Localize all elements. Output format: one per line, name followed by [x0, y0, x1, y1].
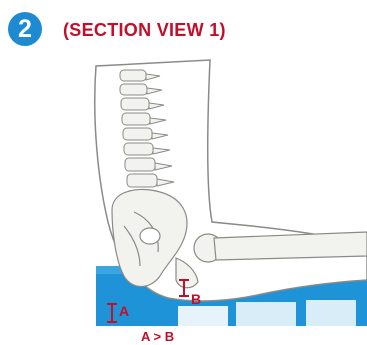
step-number-badge: 2 [8, 12, 42, 46]
label-a: A [119, 303, 129, 319]
comparison-caption: A > B [141, 329, 174, 344]
section-title: (SECTION VIEW 1) [63, 20, 226, 41]
label-b: B [191, 291, 201, 307]
